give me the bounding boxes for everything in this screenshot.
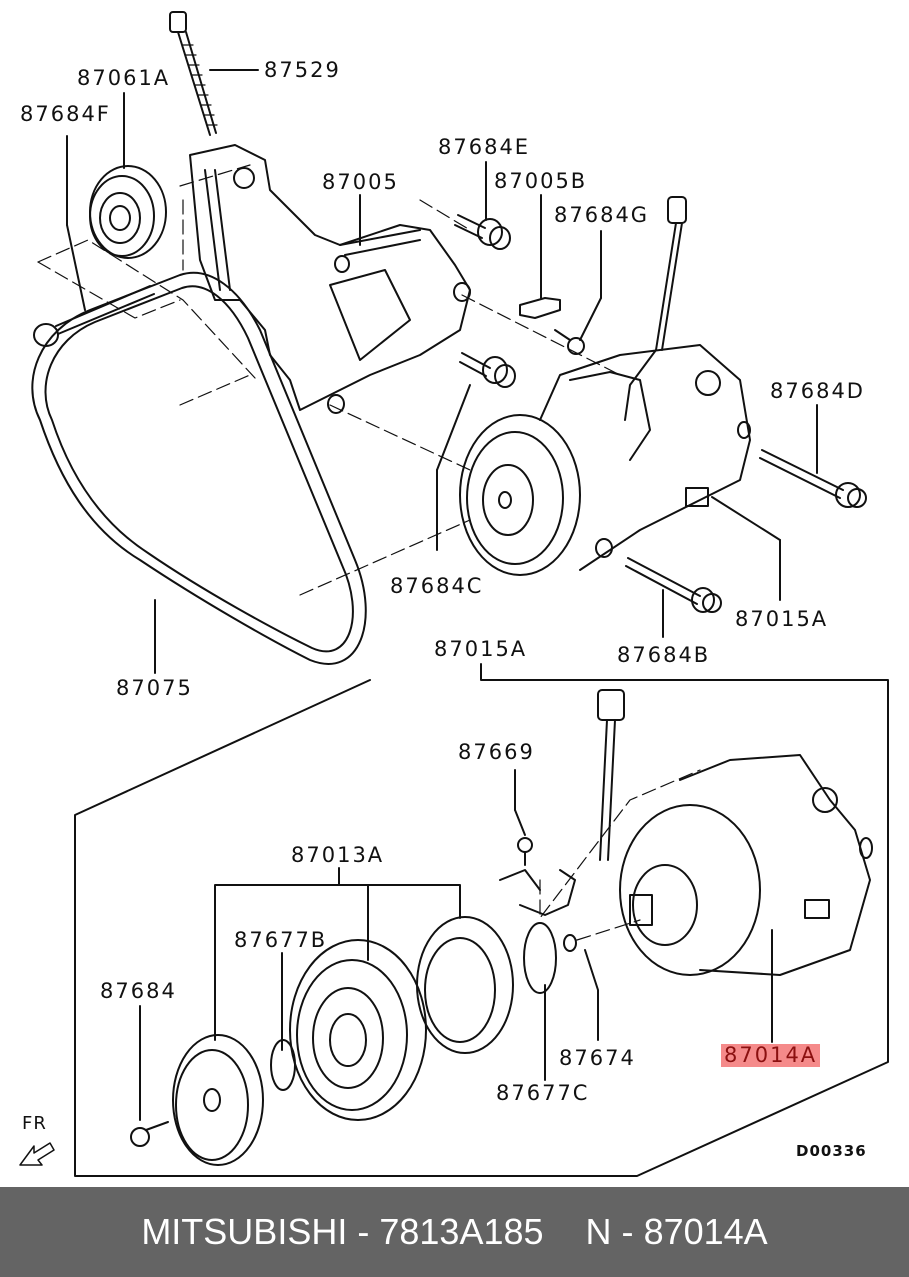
- clip-87005B: [519, 297, 561, 319]
- callout-87669[interactable]: 87669: [458, 740, 535, 764]
- bolt-87684G: [554, 329, 585, 355]
- footer-bar: MITSUBISHI - 7813A185 N - 87014A: [0, 1187, 909, 1277]
- drive-belt-87075: [31, 271, 367, 665]
- ref-number: 87014A: [643, 1211, 768, 1252]
- diagram-code: D00336: [796, 1142, 867, 1160]
- harness-box: [499, 689, 625, 916]
- callout-87684[interactable]: 87684: [100, 979, 177, 1003]
- alignment-lines-box: [539, 769, 701, 941]
- pulley-87013A: [289, 939, 427, 1121]
- washer-87674: [563, 934, 577, 952]
- callout-87684F[interactable]: 87684F: [20, 102, 111, 126]
- part-number: 7813A185: [379, 1211, 544, 1252]
- screw-87669: [517, 837, 533, 866]
- snap-ring-87677C: [523, 922, 557, 994]
- callout-87677C[interactable]: 87677C: [496, 1081, 590, 1105]
- bolt-87684D: [759, 449, 867, 508]
- front-indicator-label: FR: [22, 1113, 47, 1134]
- leader-lines: [66, 69, 818, 674]
- field-coil: [416, 916, 514, 1054]
- alignment-lines: [37, 164, 621, 596]
- callout-87677B[interactable]: 87677B: [234, 928, 328, 952]
- callout-87014A-highlighted[interactable]: 87014A: [721, 1044, 821, 1067]
- separator: -: [357, 1211, 370, 1252]
- callout-87684C[interactable]: 87684C: [390, 574, 484, 598]
- bolt-87684: [130, 1121, 169, 1147]
- callout-87529[interactable]: 87529: [264, 58, 341, 82]
- diagram-drawing: [19, 11, 889, 1177]
- bolt-87684E: [454, 214, 511, 250]
- harness-top: [624, 196, 687, 421]
- callout-87684B[interactable]: 87684B: [617, 643, 711, 667]
- bolt-87684C: [459, 352, 516, 388]
- parts-diagram: 87529 87061A 87684F 87005 87684E 87005B …: [19, 11, 889, 1177]
- callout-87684G[interactable]: 87684G: [554, 203, 650, 227]
- callout-87015A-box[interactable]: 87015A: [434, 637, 528, 661]
- clutch-hub: [172, 1034, 264, 1166]
- brand-name: MITSUBISHI: [141, 1211, 348, 1252]
- callout-87674[interactable]: 87674: [559, 1046, 636, 1070]
- idler-pulley-87061A: [89, 165, 167, 259]
- callout-87075[interactable]: 87075: [116, 676, 193, 700]
- leader-lines-box: [139, 769, 773, 1121]
- callout-87005[interactable]: 87005: [322, 170, 399, 194]
- callout-87013A[interactable]: 87013A: [291, 843, 385, 867]
- compressor-87014A: [619, 754, 873, 976]
- callout-87015A-top[interactable]: 87015A: [735, 607, 829, 631]
- bolt-87684B: [625, 557, 722, 613]
- detail-box-outline: [74, 663, 889, 1177]
- callout-87061A[interactable]: 87061A: [77, 66, 171, 90]
- compressor-87015A-top: [459, 344, 751, 576]
- callout-87684D[interactable]: 87684D: [770, 379, 865, 403]
- callout-87684E[interactable]: 87684E: [438, 135, 531, 159]
- separator: -: [621, 1211, 634, 1252]
- front-arrow-icon: [19, 1142, 55, 1166]
- callout-87005B[interactable]: 87005B: [494, 169, 588, 193]
- bolt-87529: [169, 11, 218, 136]
- ref-prefix: N: [585, 1211, 612, 1252]
